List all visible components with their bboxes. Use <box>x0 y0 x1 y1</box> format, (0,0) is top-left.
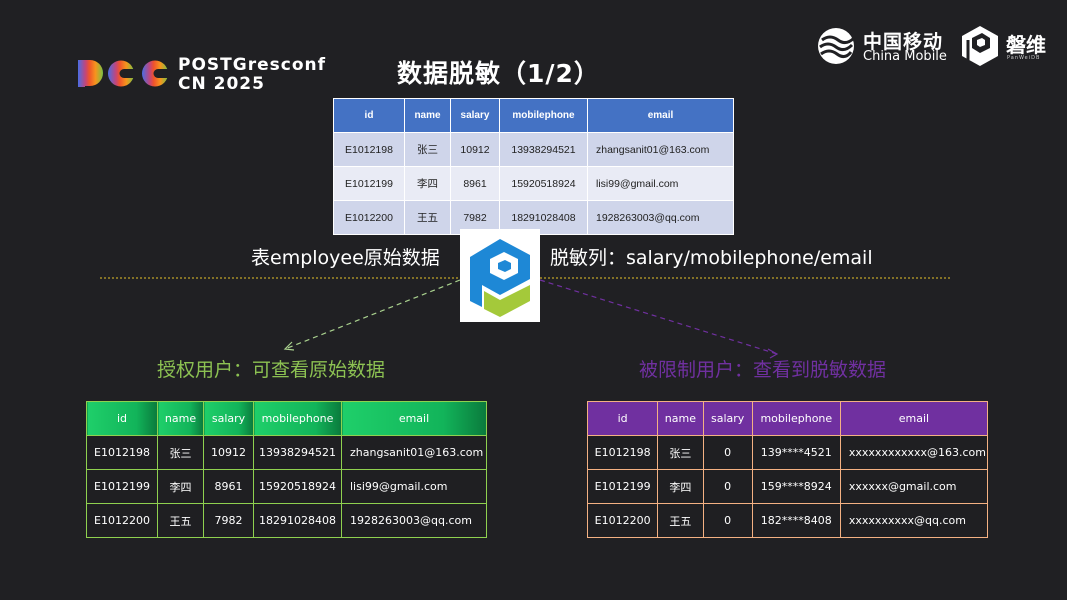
cell-mobilephone: 159****8924 <box>751 469 841 504</box>
table-header-row: id name salary mobilephone email <box>86 401 487 436</box>
cell-email: 1928263003@qq.com <box>587 200 734 235</box>
cell-email: xxxxxxxxxx@qq.com <box>839 503 989 538</box>
table-row: E1012200 王五 7982 18291028408 1928263003@… <box>333 200 734 235</box>
table-row: E1012199 李四 0 159****8924 xxxxxx@gmail.c… <box>586 469 989 504</box>
cell-id: E1012200 <box>586 503 659 538</box>
cell-name: 李四 <box>657 469 704 504</box>
col-header-mobilephone: mobilephone <box>499 98 588 133</box>
table-row: E1012198 张三 10912 13938294521 zhangsanit… <box>333 132 734 167</box>
cell-mobilephone: 139****4521 <box>751 435 841 470</box>
cell-mobilephone: 13938294521 <box>499 132 588 167</box>
cell-name: 李四 <box>157 469 204 504</box>
cell-email: zhangsanit01@163.com <box>341 435 487 470</box>
arrow-to-restricted <box>539 279 778 355</box>
table-row: E1012200 王五 0 182****8408 xxxxxxxxxx@qq.… <box>586 503 989 538</box>
arrowhead-restricted <box>767 348 779 359</box>
cell-name: 张三 <box>657 435 704 470</box>
col-header-name: name <box>657 401 704 436</box>
conference-line1: POSTGresconf <box>178 55 326 75</box>
cell-email: lisi99@gmail.com <box>587 166 734 201</box>
cell-id: E1012198 <box>86 435 158 470</box>
cell-salary: 0 <box>702 503 753 538</box>
col-header-name: name <box>157 401 204 436</box>
cell-mobilephone: 13938294521 <box>253 435 342 470</box>
table-row: E1012198 张三 0 139****4521 xxxxxxxxxxxx@1… <box>586 435 989 470</box>
cell-id: E1012200 <box>86 503 158 538</box>
arrowhead-authorized <box>283 341 295 351</box>
col-header-id: id <box>86 401 158 436</box>
cell-name: 张三 <box>157 435 204 470</box>
col-header-name: name <box>404 98 451 133</box>
cell-salary: 8961 <box>203 469 254 504</box>
cell-salary: 0 <box>702 469 753 504</box>
cell-email: lisi99@gmail.com <box>341 469 487 504</box>
cell-id: E1012199 <box>86 469 158 504</box>
caption-source: 表employee原始数据 <box>251 247 440 269</box>
cell-name: 王五 <box>404 200 451 235</box>
col-header-salary: salary <box>702 401 753 436</box>
sponsor1-en: China Mobile <box>863 49 947 64</box>
conference-line2: CN 2025 <box>178 74 265 94</box>
col-header-id: id <box>586 401 659 436</box>
cell-salary: 7982 <box>203 503 254 538</box>
cell-salary: 0 <box>702 435 753 470</box>
cell-mobilephone: 15920518924 <box>253 469 342 504</box>
table-row: E1012199 李四 8961 15920518924 lisi99@gmai… <box>86 469 487 504</box>
cell-email: zhangsanit01@163.com <box>587 132 734 167</box>
cell-id: E1012200 <box>333 200 405 235</box>
cell-email: xxxxxxxxxxxx@163.com <box>839 435 989 470</box>
col-header-mobilephone: mobilephone <box>751 401 841 436</box>
table-header-row: id name salary mobilephone email <box>333 98 734 133</box>
cell-salary: 10912 <box>450 132 500 167</box>
cell-id: E1012199 <box>586 469 659 504</box>
cell-email: xxxxxx@gmail.com <box>839 469 989 504</box>
source-table: id name salary mobilephone email E101219… <box>333 98 734 235</box>
col-header-email: email <box>341 401 487 436</box>
authorized-label: 授权用户：可查看原始数据 <box>157 359 386 381</box>
panwei-logo-icon <box>962 26 998 66</box>
authorized-table: id name salary mobilephone email E101219… <box>86 401 487 538</box>
cell-email: 1928263003@qq.com <box>341 503 487 538</box>
col-header-email: email <box>839 401 989 436</box>
table-row: E1012200 王五 7982 18291028408 1928263003@… <box>86 503 487 538</box>
caption-masked-columns: 脱敏列：salary/mobilephone/email <box>550 247 873 269</box>
china-mobile-logo-icon <box>818 28 856 64</box>
cell-name: 李四 <box>404 166 451 201</box>
col-header-salary: salary <box>450 98 500 133</box>
col-header-email: email <box>587 98 734 133</box>
col-header-id: id <box>333 98 405 133</box>
pcc-logo <box>78 60 170 87</box>
col-header-mobilephone: mobilephone <box>253 401 342 436</box>
cell-name: 王五 <box>657 503 704 538</box>
cell-mobilephone: 182****8408 <box>751 503 841 538</box>
slide-title: 数据脱敏（1/2） <box>397 59 600 88</box>
cell-id: E1012198 <box>586 435 659 470</box>
table-row: E1012198 张三 10912 13938294521 zhangsanit… <box>86 435 487 470</box>
col-header-salary: salary <box>203 401 254 436</box>
conference-name: POSTGresconf CN 2025 <box>178 56 326 94</box>
arrow-to-authorized <box>284 279 461 350</box>
restricted-table: id name salary mobilephone email E101219… <box>586 401 989 538</box>
panwei-center-logo-icon <box>460 229 540 322</box>
cell-name: 王五 <box>157 503 204 538</box>
restricted-label: 被限制用户：查看到脱敏数据 <box>639 359 887 381</box>
cell-mobilephone: 15920518924 <box>499 166 588 201</box>
cell-salary: 10912 <box>203 435 254 470</box>
sponsor2-en: PanWeiDB <box>1007 55 1041 61</box>
cell-mobilephone: 18291028408 <box>253 503 342 538</box>
sponsor1-cn: 中国移动 <box>863 31 944 53</box>
cell-mobilephone: 18291028408 <box>499 200 588 235</box>
sponsor2-cn: 磐维 <box>1006 33 1046 57</box>
table-header-row: id name salary mobilephone email <box>586 401 989 436</box>
